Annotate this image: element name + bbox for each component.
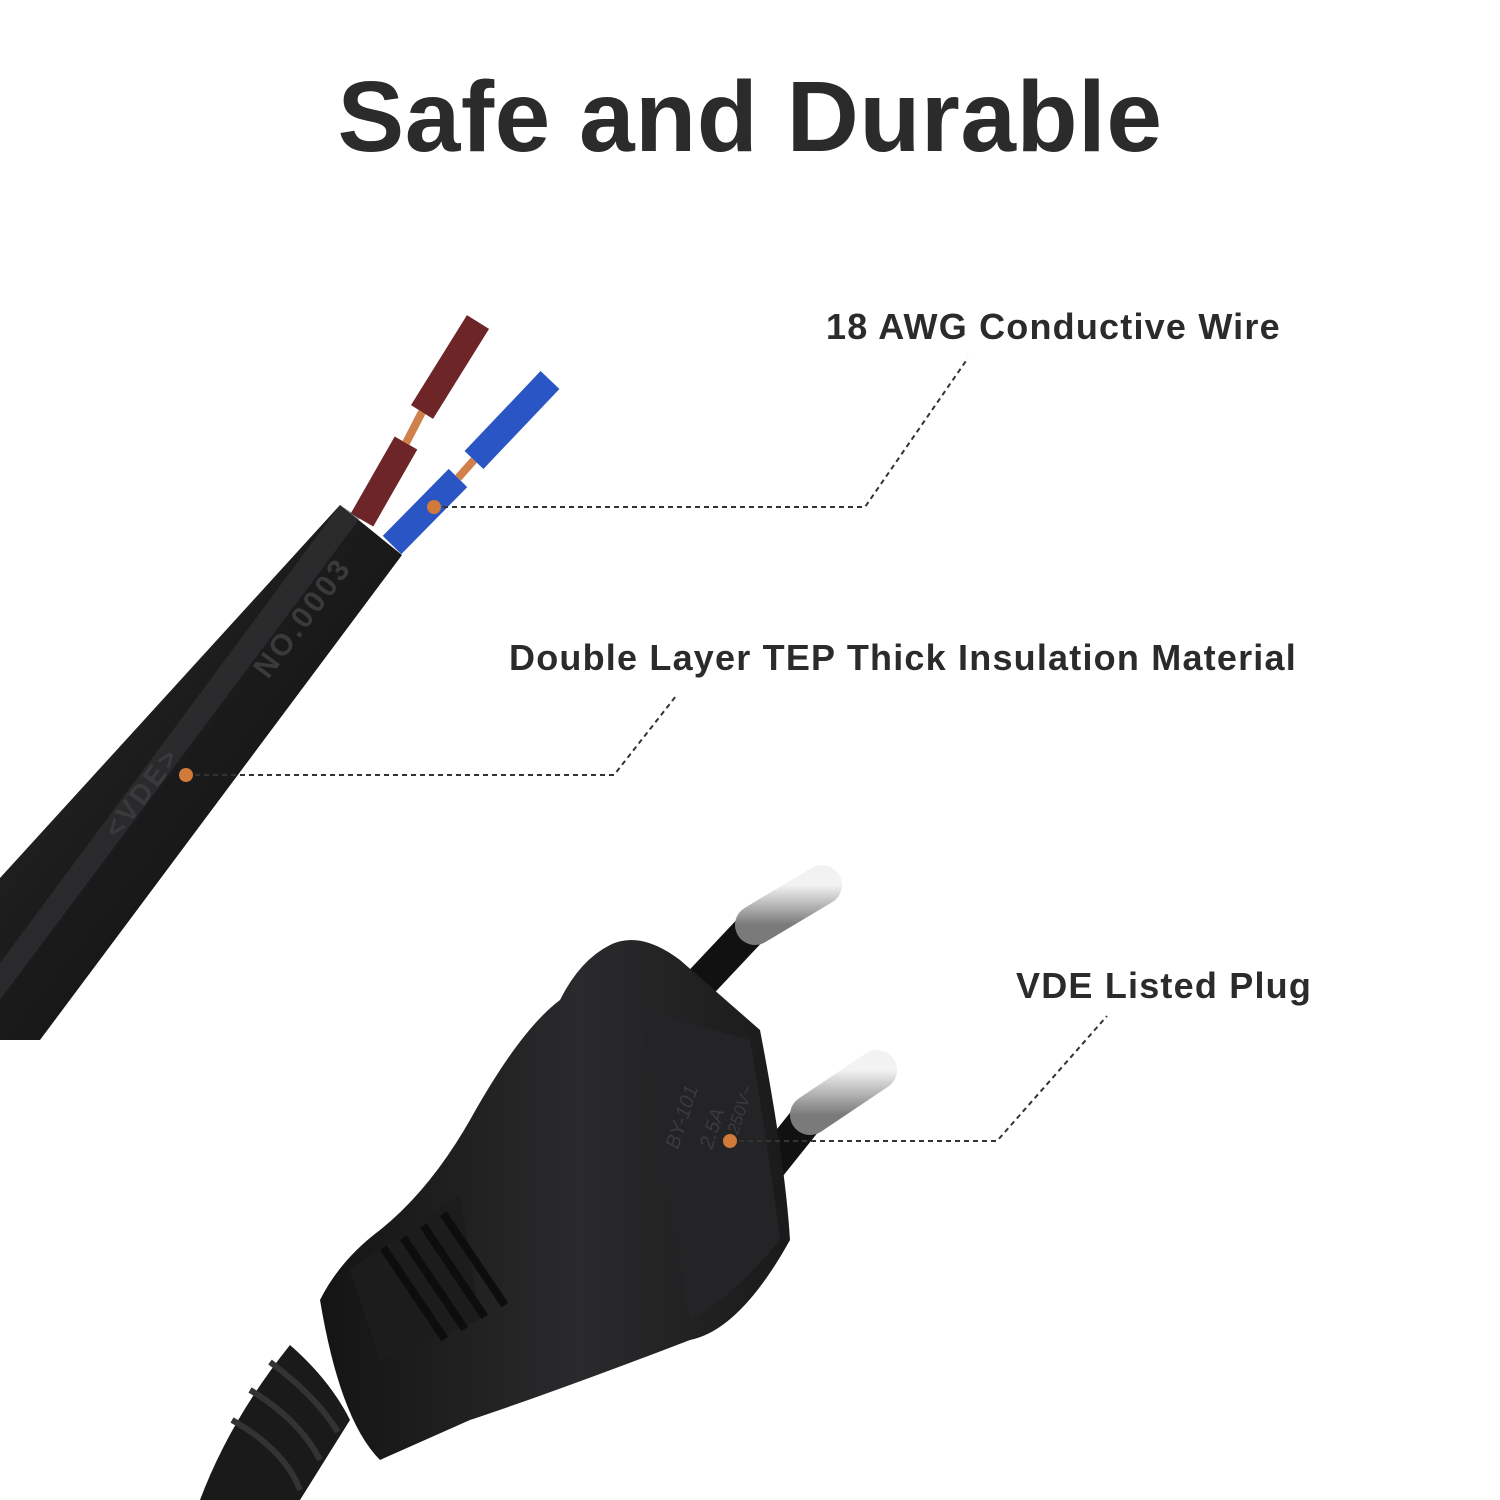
- blue-wire: [382, 371, 560, 555]
- page-title: Safe and Durable: [337, 61, 1163, 173]
- callout-label-wire: 18 AWG Conductive Wire: [826, 306, 1281, 347]
- callout-dot-wire: [427, 500, 441, 514]
- cable-jacket: [0, 505, 402, 1040]
- plug: BY-101 2.5A 250V~: [200, 865, 897, 1500]
- callout-leader-plug: [730, 1015, 1108, 1142]
- brown-wire: [350, 315, 490, 527]
- callout-leader-wire: [434, 357, 969, 508]
- callout-label-insulation: Double Layer TEP Thick Insulation Materi…: [509, 637, 1297, 678]
- callout-leader-insulation: [186, 695, 677, 776]
- callout-dot-plug: [723, 1134, 737, 1148]
- callout-label-plug: VDE Listed Plug: [1016, 965, 1313, 1006]
- callout-dot-insulation: [179, 768, 193, 782]
- strain-relief: [200, 1345, 350, 1500]
- plug-grip: [350, 1195, 509, 1360]
- stripped-cable: NO.0003 <VDE>: [0, 315, 560, 1040]
